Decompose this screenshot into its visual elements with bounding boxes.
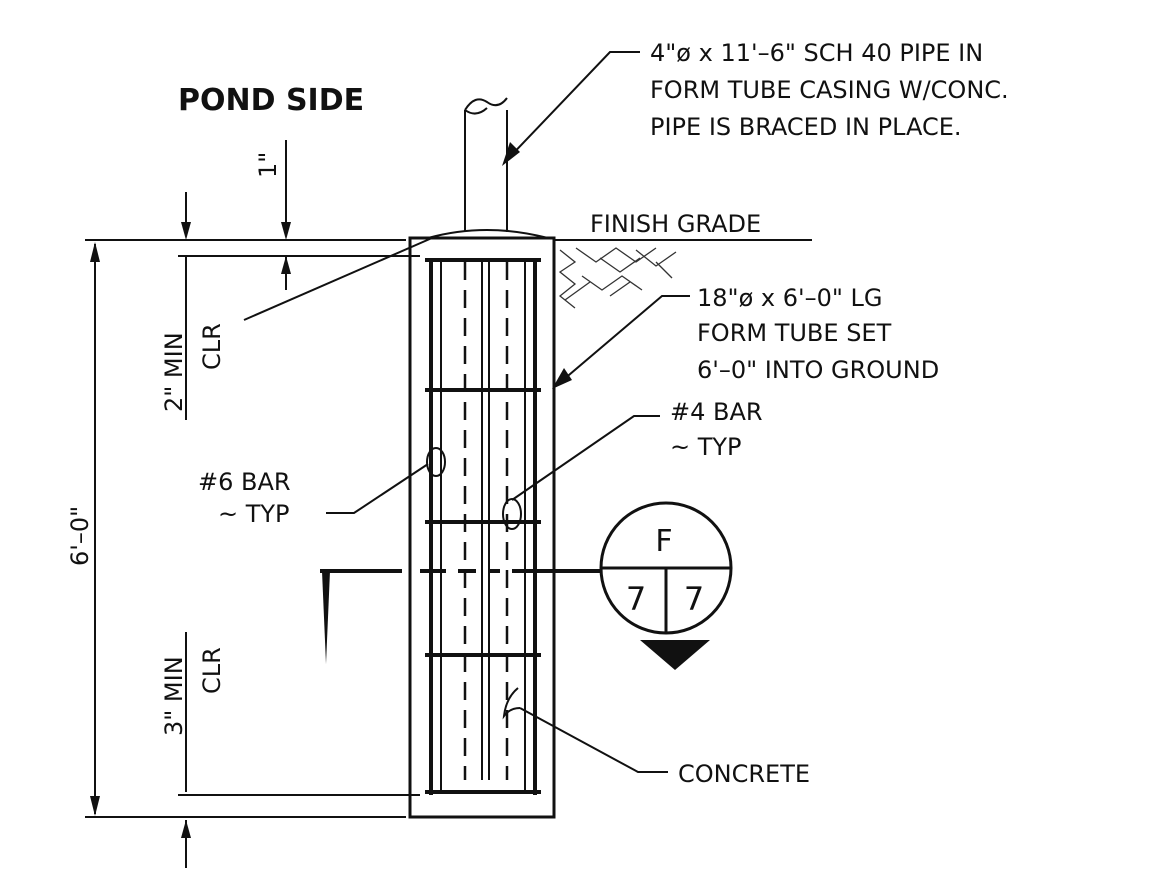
form-tube (408, 236, 556, 819)
svg-text:CLR: CLR (198, 647, 226, 694)
embedded-pipe (463, 262, 509, 780)
svg-text:~ TYP: ~ TYP (670, 433, 742, 461)
svg-text:CLR: CLR (198, 323, 226, 370)
dimension-overall-depth: 6'–0" (66, 242, 406, 818)
concrete-callout: CONCRETE (502, 687, 810, 788)
svg-text:18"ø x 6'–0" LG: 18"ø x 6'–0" LG (697, 284, 883, 312)
svg-text:6'–0": 6'–0" (66, 506, 94, 566)
svg-text:PIPE IS BRACED IN PLACE.: PIPE IS BRACED IN PLACE. (650, 113, 962, 141)
svg-text:2" MIN: 2" MIN (160, 332, 188, 412)
steel-pipe (427, 97, 549, 239)
svg-text:3" MIN: 3" MIN (160, 656, 188, 736)
pond-side-title: POND SIDE (178, 83, 364, 118)
section-letter: F (655, 524, 672, 559)
svg-text:~ TYP: ~ TYP (218, 500, 290, 528)
svg-text:CONCRETE: CONCRETE (678, 760, 810, 788)
svg-text:1": 1" (254, 152, 282, 178)
svg-text:FORM TUBE CASING W/CONC.: FORM TUBE CASING W/CONC. (650, 76, 1009, 104)
svg-text:6'–0" INTO GROUND: 6'–0" INTO GROUND (697, 356, 939, 384)
finish-grade: FINISH GRADE (85, 210, 812, 309)
section-cut-line (320, 569, 604, 664)
svg-text:4"ø x 11'–6" SCH 40 PIPE IN: 4"ø x 11'–6" SCH 40 PIPE IN (650, 39, 983, 67)
section-marker: F 7 7 (599, 501, 733, 670)
dimension-top-clear: 2" MIN CLR (160, 256, 226, 420)
soil-hatch (558, 247, 677, 309)
svg-text:FORM TUBE SET: FORM TUBE SET (697, 319, 892, 347)
pipe-callout: 4"ø x 11'–6" SCH 40 PIPE IN FORM TUBE CA… (502, 39, 1009, 166)
bar6-callout: #6 BAR ~ TYP (198, 447, 446, 528)
section-sheet-left: 7 (626, 580, 646, 618)
dimension-bottom-clear: 3" MIN CLR (160, 632, 420, 868)
form-tube-callout: 18"ø x 6'–0" LG FORM TUBE SET 6'–0" INTO… (552, 284, 939, 389)
section-sheet-right: 7 (684, 580, 704, 618)
svg-text:#6 BAR: #6 BAR (198, 468, 291, 496)
svg-text:#4 BAR: #4 BAR (670, 398, 763, 426)
bar4-callout: #4 BAR ~ TYP (502, 398, 763, 530)
svg-text:FINISH GRADE: FINISH GRADE (590, 210, 761, 238)
dimension-top-gap: 1" (178, 140, 420, 290)
